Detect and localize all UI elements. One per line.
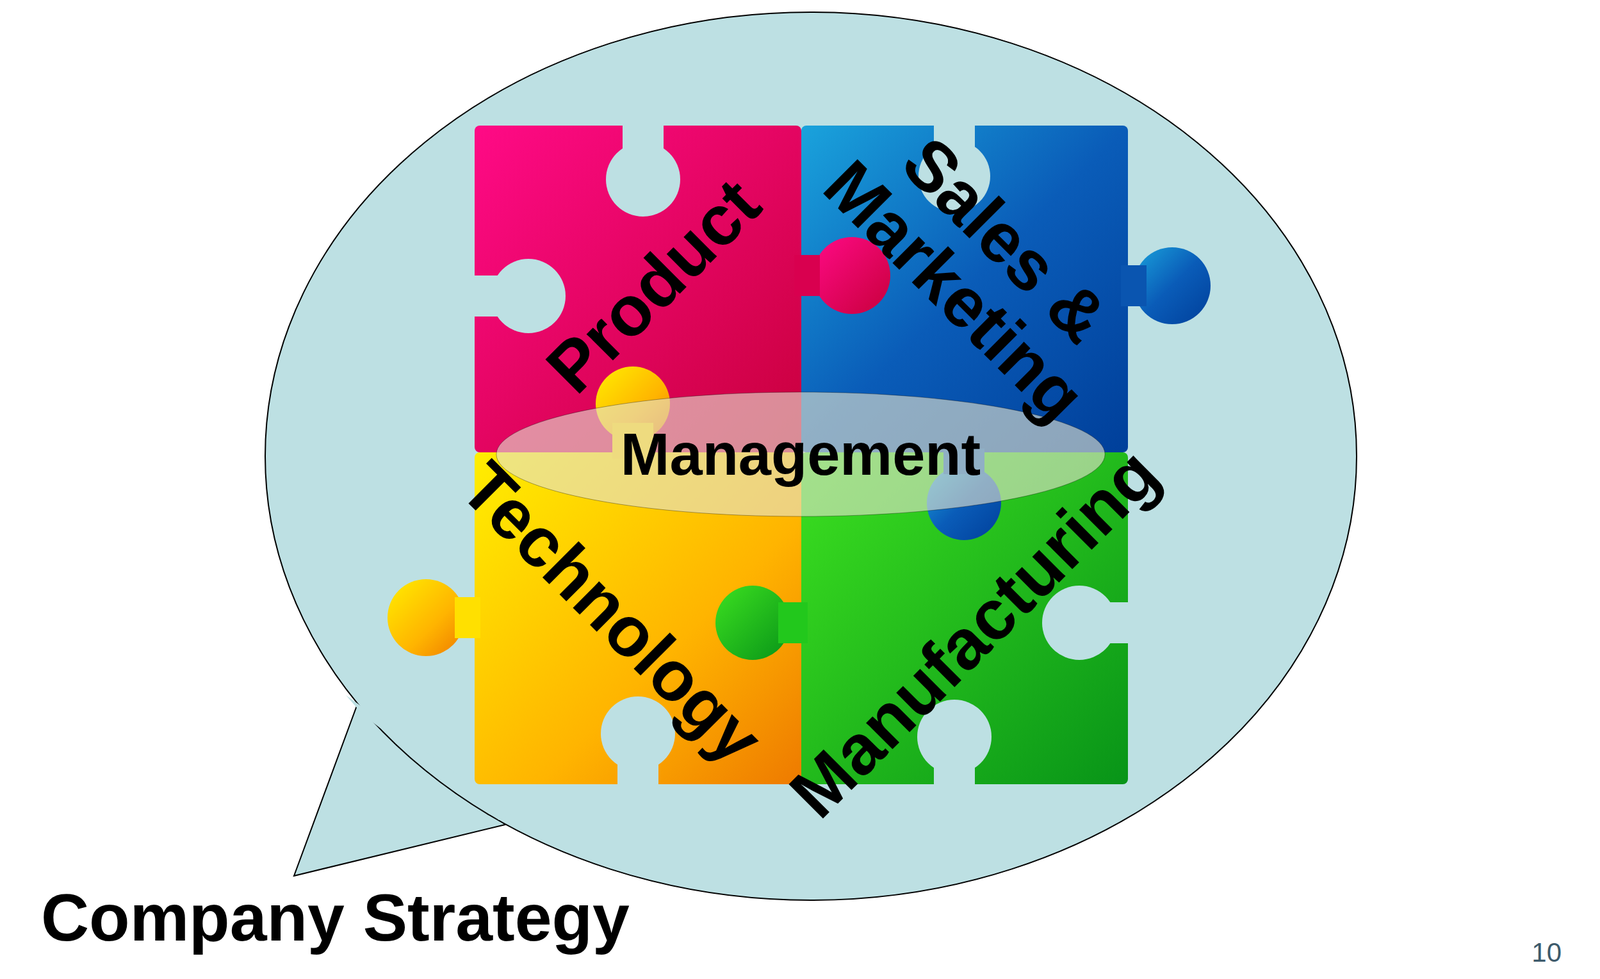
- speech-bubble: [265, 12, 1357, 900]
- ellipse-label: Management: [620, 424, 981, 484]
- puzzle-pieces: [387, 121, 1211, 788]
- strategy-heading: Company Strategy: [40, 883, 630, 951]
- speech-bubble-node: Company StrategyProductSales & Marketing…: [265, 12, 1357, 900]
- piece-label: Sales & Marketing: [798, 83, 1163, 448]
- page-number: 10: [1531, 937, 1562, 968]
- management-ellipse: Management: [494, 390, 1107, 518]
- piece-label: Product: [534, 166, 773, 405]
